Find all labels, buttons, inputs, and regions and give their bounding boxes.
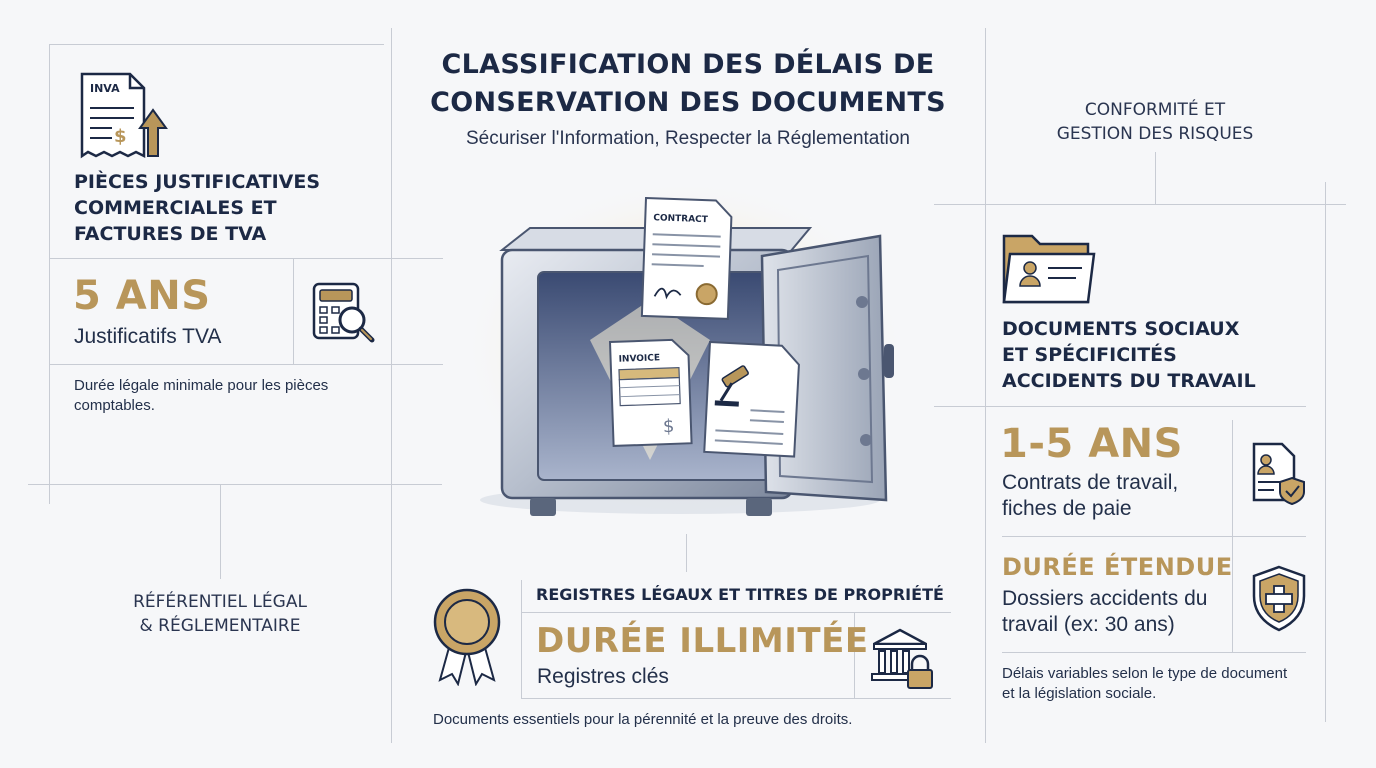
section-heading-sociaux: DOCUMENTS SOCIAUX ET SPÉCIFICITÉS ACCIDE… [1002, 316, 1256, 394]
divider [49, 258, 443, 259]
bank-lock-icon [868, 624, 938, 690]
folder-id-icon [1002, 228, 1098, 306]
svg-text:$: $ [114, 126, 127, 147]
page-title: CLASSIFICATION DES DÉLAIS DE CONSERVATIO… [380, 46, 996, 122]
health-shield-icon [1250, 564, 1308, 632]
caption-referentiel: RÉFÉRENTIEL LÉGAL & RÉGLEMENTAIRE [100, 590, 340, 638]
caption-line: & RÉGLEMENTAIRE [139, 616, 301, 636]
divider [934, 204, 1346, 205]
duration-1-5-ans: 1-5 ANS [1000, 421, 1183, 467]
caption-line: CONFORMITÉ ET [1084, 100, 1226, 120]
divider [985, 28, 986, 743]
divider [1325, 182, 1326, 722]
divider [521, 580, 522, 698]
heading-line: DOCUMENTS SOCIAUX [1002, 318, 1240, 340]
duration-label: Registres clés [537, 665, 669, 688]
divider [521, 612, 951, 613]
note-line: et la législation sociale. [1002, 685, 1157, 702]
award-ribbon-icon [430, 586, 504, 686]
page-title-line: CONSERVATION DES DOCUMENTS [430, 87, 946, 118]
caption-line: GESTION DES RISQUES [1056, 124, 1254, 144]
svg-text:$: $ [663, 416, 675, 437]
duration1-label: Contrats de travail, fiches de paie [1002, 470, 1178, 522]
divider [391, 28, 392, 743]
heading-line: ET SPÉCIFICITÉS [1002, 344, 1177, 366]
section-heading-commercial: PIÈCES JUSTIFICATIVES COMMERCIALES ET FA… [74, 169, 320, 247]
divider [28, 484, 442, 485]
heading-line: COMMERCIALES ET [74, 197, 277, 219]
label-line: Dossiers accidents du [1002, 587, 1208, 610]
right-note: Délais variables selon le type de docume… [1002, 664, 1287, 704]
divider [49, 44, 384, 45]
duration2-label: Dossiers accidents du travail (ex: 30 an… [1002, 586, 1207, 638]
caption-line: RÉFÉRENTIEL LÉGAL [133, 592, 307, 612]
divider [854, 612, 855, 698]
center-note: Documents essentiels pour la pérennité e… [433, 711, 853, 728]
caption-conformite: CONFORMITÉ ET GESTION DES RISQUES [1030, 98, 1280, 146]
duration-etendue: DURÉE ÉTENDUE [1002, 553, 1233, 581]
heading-line: ACCIDENTS DU TRAVAIL [1002, 370, 1256, 392]
duration-label: Justificatifs TVA [74, 325, 222, 348]
note-line: Durée légale minimale pour les pièces [74, 377, 329, 394]
section-heading-registres: REGISTRES LÉGAUX ET TITRES DE PROPRIÉTÉ [536, 585, 944, 604]
divider [49, 364, 443, 365]
contract-label: CONTRACT [653, 213, 709, 225]
label-line: Contrats de travail, [1002, 471, 1179, 494]
duration-5-ans: 5 ANS [73, 273, 211, 319]
divider [1002, 652, 1306, 653]
duration-illimitee: DURÉE ILLIMITÉE [536, 621, 869, 661]
divider [220, 484, 221, 579]
page-subtitle: Sécuriser l'Information, Respecter la Ré… [465, 128, 910, 149]
divider [293, 258, 294, 364]
label-line: travail (ex: 30 ans) [1002, 613, 1175, 636]
invoice-icon-label: INVA [90, 82, 120, 95]
note-line: comptables. [74, 397, 155, 414]
heading-line: FACTURES DE TVA [74, 223, 267, 245]
note-line: Délais variables selon le type de docume… [1002, 665, 1288, 682]
safe-icon: CONTRACT INVOICE $ [450, 160, 920, 530]
calculator-search-icon [310, 280, 378, 348]
left-note: Durée légale minimale pour les pièces co… [74, 376, 328, 416]
employee-doc-shield-icon [1250, 440, 1306, 506]
divider [1155, 152, 1156, 204]
divider [1002, 536, 1306, 537]
invoice-upload-icon: INVA $ [78, 70, 168, 162]
divider [521, 698, 951, 699]
divider [49, 44, 50, 504]
page-title-line: CLASSIFICATION DES DÉLAIS DE [441, 49, 935, 80]
divider [934, 406, 1306, 407]
label-line: fiches de paie [1002, 497, 1132, 520]
divider [686, 534, 687, 572]
invoice-label: INVOICE [618, 353, 660, 364]
heading-line: PIÈCES JUSTIFICATIVES [74, 171, 321, 193]
